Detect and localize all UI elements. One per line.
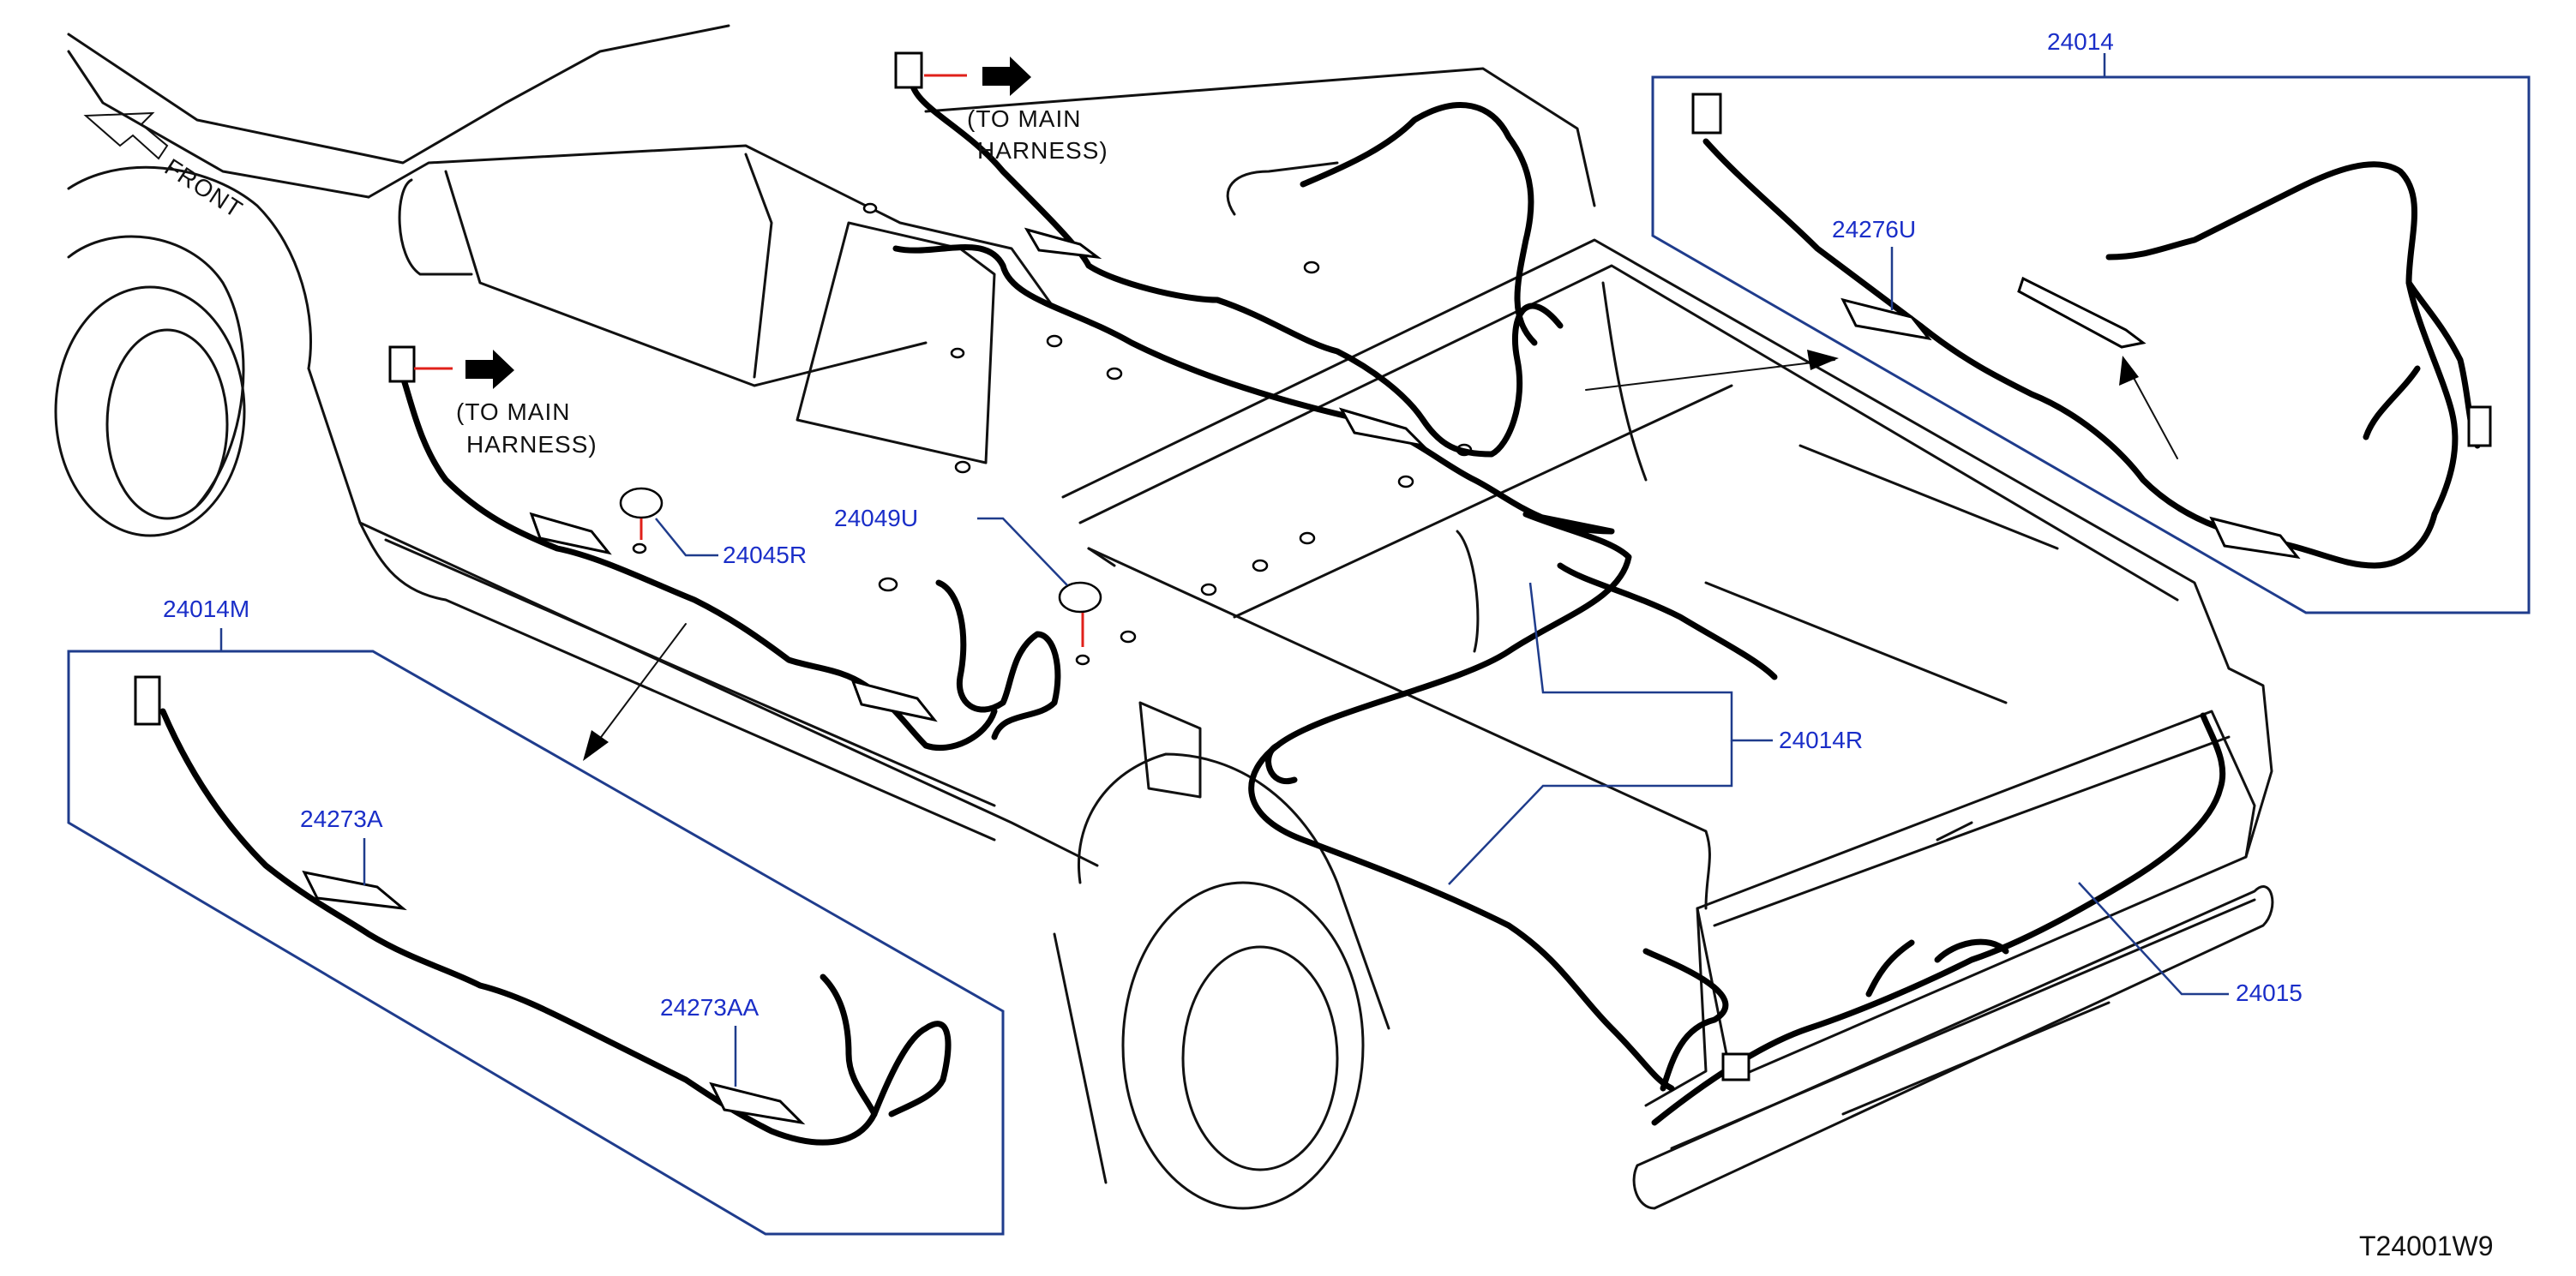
front-arrow-icon xyxy=(83,111,169,160)
modules xyxy=(302,227,2301,1125)
connector-24014M-detail xyxy=(134,675,161,726)
label-24014M: 24014M xyxy=(163,596,249,622)
drawing-code: T24001W9 xyxy=(2359,1231,2494,1261)
arrow-right-icon xyxy=(982,57,1031,96)
to-main-harness-lower-line2: HARNESS) xyxy=(466,431,597,458)
arrow-icon xyxy=(2119,356,2139,386)
bed-holes xyxy=(862,202,1473,644)
label-24045R: 24045R xyxy=(723,542,807,568)
to-main-harness-upper-line2: HARNESS) xyxy=(977,137,1108,164)
harness-24049U xyxy=(935,579,1061,740)
module-24014R-2 xyxy=(1338,407,1427,448)
module-24014M-installed xyxy=(850,679,938,722)
front-direction: FRONT xyxy=(83,111,248,223)
to-main-harness-upper-line1: (TO MAIN xyxy=(967,105,1081,132)
label-24014R: 24014R xyxy=(1779,727,1863,753)
module-24273AA xyxy=(709,1081,806,1125)
grommet-24049U xyxy=(1058,581,1102,614)
detail-box-24014M xyxy=(67,650,1005,1236)
connector-main-upper xyxy=(894,51,923,89)
pointer-arrows xyxy=(583,350,2178,761)
front-label: FRONT xyxy=(160,153,248,223)
module-24045R xyxy=(529,512,612,555)
arrow-icon xyxy=(1807,350,1839,370)
bracket-24014-detail xyxy=(2017,276,2147,349)
harness-24014R xyxy=(892,244,1778,1092)
label-24014: 24014 xyxy=(2047,28,2114,55)
connector-24014-detail xyxy=(1691,93,1722,135)
connectors xyxy=(134,51,2492,1081)
module-24273A xyxy=(302,870,407,911)
label-24276U: 24276U xyxy=(1832,216,1916,243)
grommets xyxy=(619,487,1102,666)
harness-main-front xyxy=(908,65,1564,458)
label-24049U: 24049U xyxy=(834,505,918,531)
label-24273A: 24273A xyxy=(300,806,383,832)
harness-24015 xyxy=(1651,712,2226,1126)
connector-tail-lamp xyxy=(1721,1052,1750,1081)
connector-main-lower xyxy=(388,345,416,383)
connector-24014-tail xyxy=(2467,405,2492,447)
harness-24014M-detail xyxy=(159,708,952,1146)
harness-24014M-installed xyxy=(399,374,998,752)
arrow-right-icon xyxy=(465,350,514,389)
module-24276U xyxy=(1840,297,1932,341)
grommet-24045R xyxy=(619,487,664,519)
module-24014-detail-rear xyxy=(2209,516,2301,560)
arrow-icon xyxy=(583,730,609,761)
to-main-harness-lower-line1: (TO MAIN xyxy=(456,398,570,425)
harness-24014-detail xyxy=(1702,138,2481,569)
label-24273AA: 24273AA xyxy=(660,994,760,1021)
label-24015: 24015 xyxy=(2236,979,2303,1006)
vehicle-outline xyxy=(54,24,2274,1210)
detail-box-24014 xyxy=(1651,75,2531,614)
module-24014R-1 xyxy=(1024,227,1102,260)
